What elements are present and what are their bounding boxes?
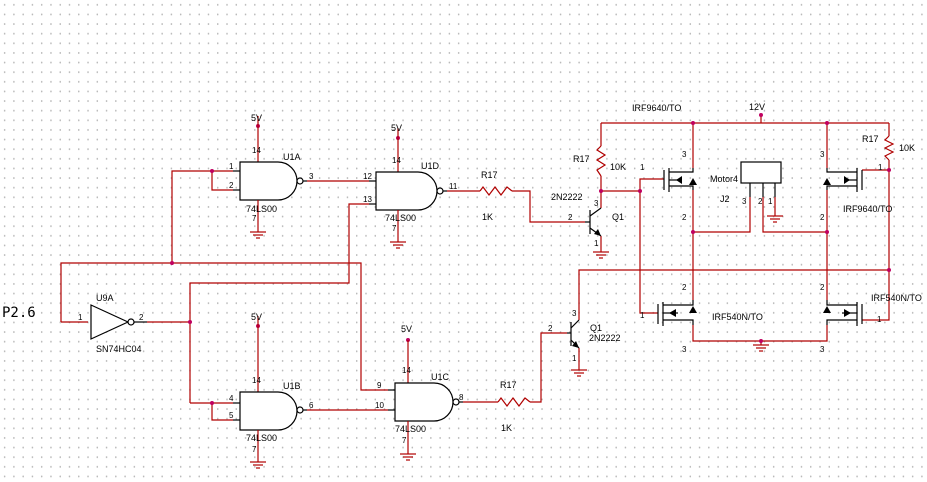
- mosfet-bottom-right-pin-source: 3: [820, 345, 825, 354]
- r-pull-right-ref: R17: [862, 134, 879, 144]
- mosfet-top-left-pin-source: 3: [682, 150, 687, 159]
- mosfet-top-left: IRF9640/TO 1 3 2: [632, 103, 697, 222]
- u1b-ref: U1B: [283, 381, 301, 391]
- q1-bottom-ref: Q1: [590, 323, 602, 333]
- u1c-part: 74LS00: [395, 424, 426, 434]
- u1b-pin-in1: 4: [229, 394, 234, 403]
- r-top-ref: R17: [481, 170, 498, 180]
- motor-connector-j2: Motor4 J2 3 2 1: [710, 161, 783, 352]
- inverter-u9a: U9A SN74HC04 1 2: [78, 293, 147, 354]
- supply-12v-label: 12V: [749, 102, 765, 112]
- r-pull-left-value: 10K: [610, 162, 626, 172]
- mosfet-top-right-pin-source: 3: [820, 150, 825, 159]
- transistor-q1-bottom: Q1 2N2222 2 3 1: [548, 309, 621, 377]
- resistor-r17-pullup-left: R17 10K: [573, 145, 626, 177]
- u1b-pin-out: 6: [309, 401, 314, 410]
- inverter-pin-out: 2: [139, 313, 144, 322]
- mosfet-bottom-right-pin-gate: 1: [877, 315, 882, 324]
- q1-bottom-part: 2N2222: [589, 333, 621, 343]
- mosfet-bottom-right-part: IRF540N/TO: [871, 293, 922, 303]
- mosfet-bottom-left-pin-drain: 2: [682, 283, 687, 292]
- q1-top-ref: Q1: [612, 212, 624, 222]
- nand-gate-u1a: 5V U1A 74LS00 1 2 3 14 7: [229, 113, 314, 239]
- u1d-part: 74LS00: [385, 213, 416, 223]
- u1d-vcc-label: 5V: [391, 123, 402, 133]
- u1a-part: 74LS00: [246, 204, 277, 214]
- u1a-pin-in1: 1: [229, 162, 234, 171]
- q1-top-pin-emitter: 1: [594, 239, 599, 248]
- u1b-part: 74LS00: [246, 433, 277, 443]
- j2-pin3: 3: [742, 197, 747, 206]
- u1c-vcc-label: 5V: [401, 324, 412, 334]
- wires: [60, 115, 890, 421]
- u1c-ref: U1C: [431, 372, 450, 382]
- u1d-pin-vcc: 14: [392, 156, 401, 165]
- resistor-r17-pullup-right: R17 10K: [862, 134, 915, 161]
- u1b-pin-gnd: 7: [252, 445, 257, 454]
- inverter-part: SN74HC04: [96, 344, 142, 354]
- j2-pin2: 2: [758, 197, 763, 206]
- j2-pin1: 1: [768, 197, 773, 206]
- mosfet-top-right-part: IRF9640/TO: [843, 204, 892, 214]
- u1b-pin-vcc: 14: [252, 376, 261, 385]
- u1d-pin-in1: 12: [363, 172, 372, 181]
- inverter-ref: U9A: [96, 293, 114, 303]
- mosfet-top-right-pin-gate: 1: [878, 163, 883, 172]
- mosfet-top-left-pin-drain: 2: [682, 213, 687, 222]
- r-bottom-value: 1K: [501, 423, 512, 433]
- r-bottom-ref: R17: [500, 380, 517, 390]
- u1a-vcc-label: 5V: [251, 113, 262, 123]
- u1b-vcc-label: 5V: [251, 312, 262, 322]
- q1-top-pin-collector: 3: [594, 199, 599, 208]
- mosfet-top-left-pin-gate: 1: [640, 163, 645, 172]
- nand-gate-u1c: 5V U1C 74LS00 9 10 8 14 7: [375, 324, 464, 461]
- q1-top-part: 2N2222: [551, 192, 583, 202]
- u1d-pin-in2: 13: [363, 195, 372, 204]
- u1d-pin-out: 11: [449, 182, 458, 191]
- junction-dots: [170, 113, 891, 405]
- r-pull-right-value: 10K: [899, 143, 915, 153]
- mosfet-bottom-left: IRF540N/TO 1 2 3: [640, 283, 763, 354]
- mosfet-bottom-left-part: IRF540N/TO: [712, 312, 763, 322]
- u1a-pin-in2: 2: [229, 181, 234, 190]
- r-top-value: 1K: [482, 212, 493, 222]
- j2-name: Motor4: [710, 174, 738, 184]
- q1-top-pin-base: 2: [568, 213, 573, 222]
- u1d-pin-gnd: 7: [392, 224, 397, 233]
- u1a-ref: U1A: [283, 152, 301, 162]
- u1d-ref: U1D: [421, 161, 440, 171]
- q1-bottom-pin-collector: 3: [572, 309, 577, 318]
- u1c-pin-vcc: 14: [402, 366, 411, 375]
- nand-gate-u1b: 5V U1B 74LS00 4 5 6 14 7: [229, 312, 314, 469]
- nand-gate-u1d: 5V U1D 74LS00 12 13 11 14 7: [363, 123, 458, 249]
- j2-ref: J2: [720, 194, 730, 204]
- r-pull-left-ref: R17: [573, 154, 590, 164]
- transistor-q1-top: Q1 2N2222 2 3 1: [551, 192, 624, 259]
- q1-bottom-pin-base: 2: [548, 324, 553, 333]
- u1c-pin-out: 8: [459, 393, 464, 402]
- mosfet-top-right: IRF9640/TO 1 3 2: [820, 150, 892, 222]
- u1a-pin-vcc: 14: [252, 146, 261, 155]
- mosfet-bottom-right-pin-drain: 2: [820, 283, 825, 292]
- resistor-r17-top: R17 1K: [479, 170, 513, 222]
- mosfet-bottom-right: IRF540N/TO 1 2 3: [820, 283, 922, 354]
- mosfet-bottom-left-pin-gate: 1: [640, 311, 645, 320]
- inverter-pin-in: 1: [78, 313, 83, 322]
- u1b-pin-in2: 5: [229, 411, 234, 420]
- q1-bottom-pin-emitter: 1: [572, 354, 577, 363]
- u1a-pin-out: 3: [309, 172, 314, 181]
- resistor-r17-bottom: R17 1K: [497, 380, 531, 433]
- u1c-pin-in1: 9: [377, 381, 382, 390]
- mosfet-bottom-left-pin-source: 3: [682, 345, 687, 354]
- mosfet-top-left-part: IRF9640/TO: [632, 103, 681, 113]
- u1c-pin-gnd: 7: [402, 436, 407, 445]
- input-port-label: P2.6: [2, 305, 36, 321]
- u1a-pin-gnd: 7: [252, 214, 257, 223]
- u1c-pin-in2: 10: [375, 401, 384, 410]
- mosfet-top-right-pin-drain: 2: [820, 213, 825, 222]
